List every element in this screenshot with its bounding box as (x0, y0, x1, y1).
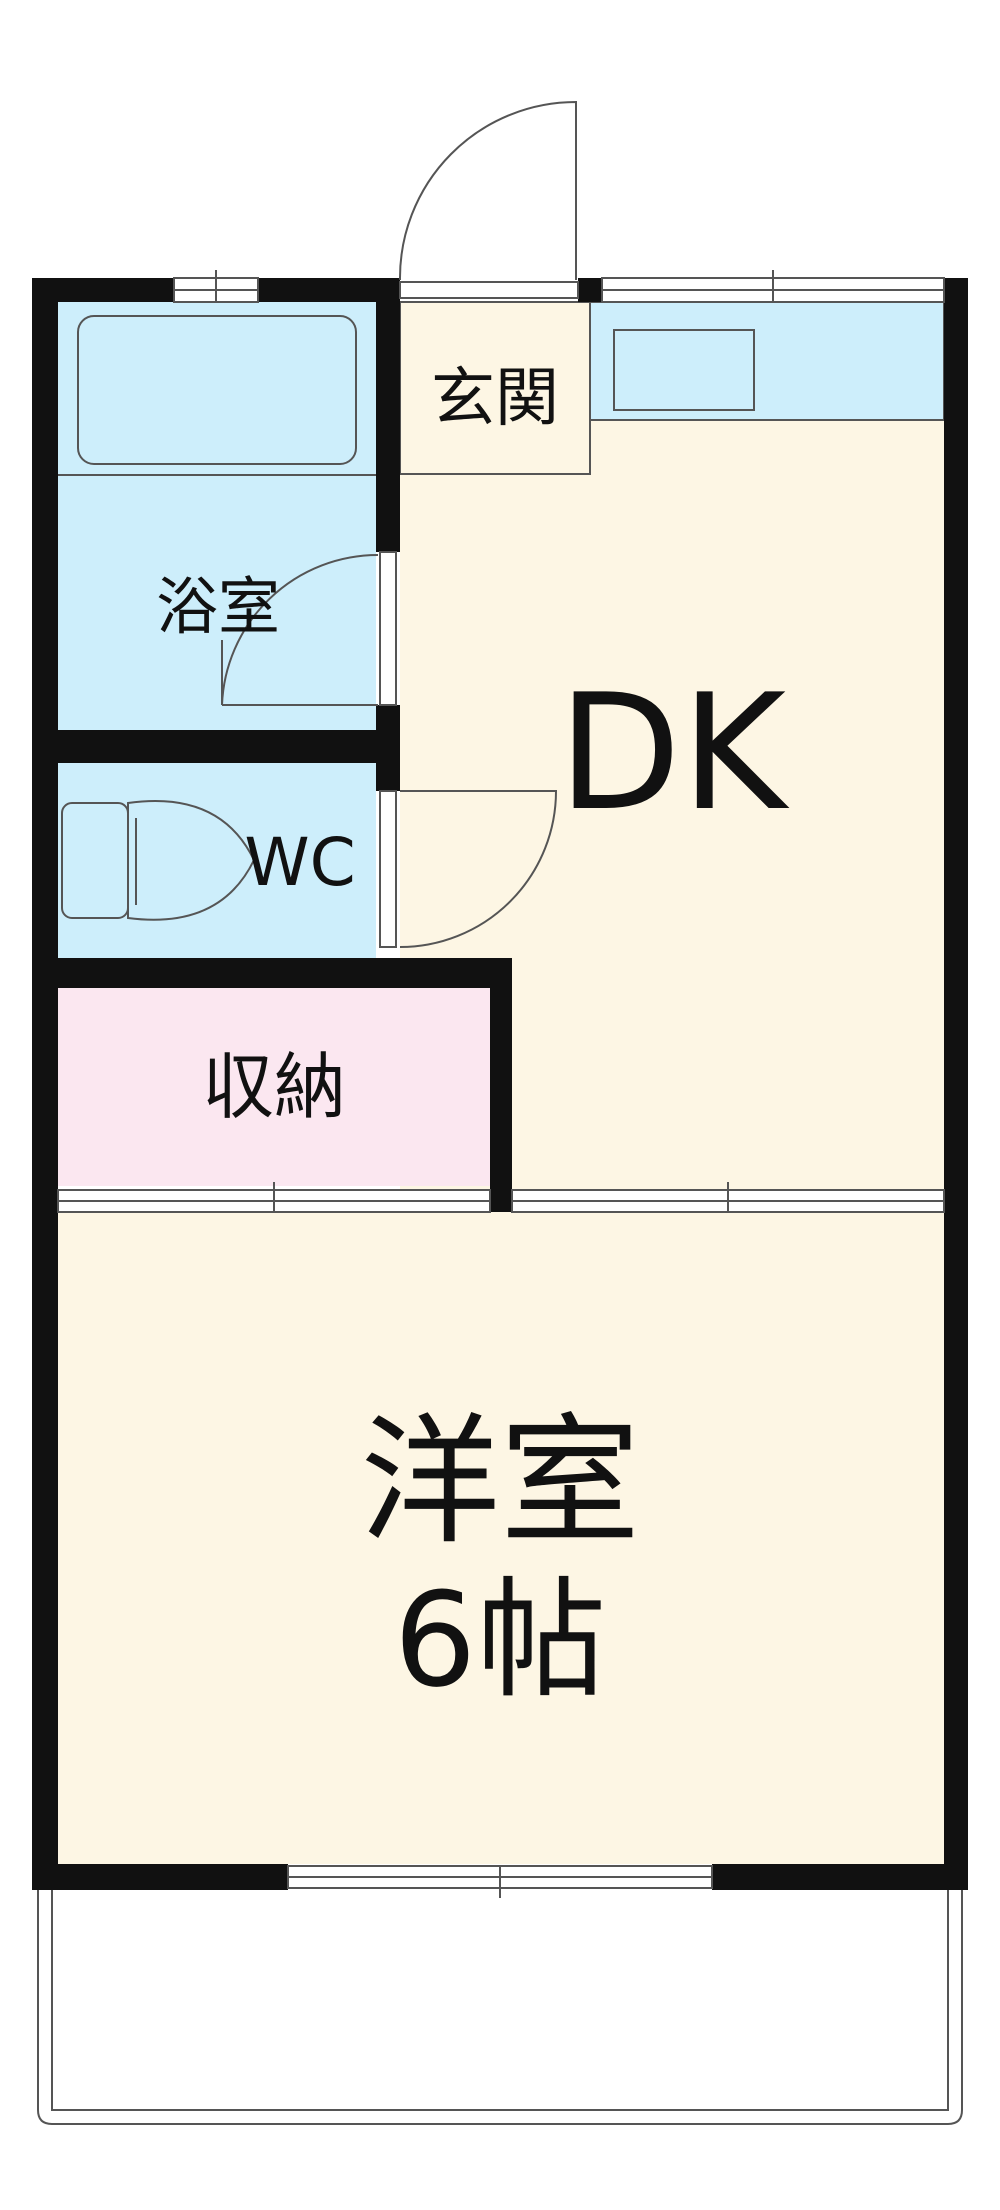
toilet-door-frame (379, 790, 397, 948)
toilet-label: WC (244, 824, 355, 901)
storage-label: 収納 (202, 1045, 346, 1129)
wall-bath-bottom (58, 730, 400, 763)
wall-left (32, 278, 58, 1890)
western-room-label: 洋室 (360, 1401, 640, 1564)
toilet-tank (61, 802, 129, 919)
toilet-door-swing (399, 790, 558, 948)
entrance-area-overlay (399, 301, 591, 475)
balcony-inner-outline (51, 1890, 949, 2111)
entrance-door-frame (399, 281, 579, 299)
entrance-door-swing (398, 100, 577, 281)
toilet-bowl (127, 799, 256, 921)
wall-bath-right (376, 302, 400, 552)
wall-top-mid (578, 278, 602, 302)
bath-door-swing (221, 554, 379, 706)
wall-toilet-bottom (58, 958, 512, 988)
entrance-label: 玄関 (431, 362, 559, 436)
bathtub (77, 315, 357, 465)
wall-right (944, 278, 968, 1890)
wall-bottom-left (32, 1864, 288, 1890)
western-room-area-fill (58, 1212, 944, 1864)
kitchen-sink (613, 329, 755, 411)
balcony-outline (37, 1890, 963, 2125)
wall-toilet-right-top (376, 763, 400, 791)
western-room-size: 6帖 (394, 1564, 607, 1716)
wall-top-left-2 (258, 278, 400, 302)
storage-area-fill (58, 988, 490, 1186)
bath-label: 浴室 (156, 570, 280, 643)
wall-bottom-right (712, 1864, 968, 1890)
bath-door-frame (379, 551, 397, 706)
dining-kitchen-label: DK (558, 659, 790, 846)
wall-storage-right (490, 958, 512, 1212)
